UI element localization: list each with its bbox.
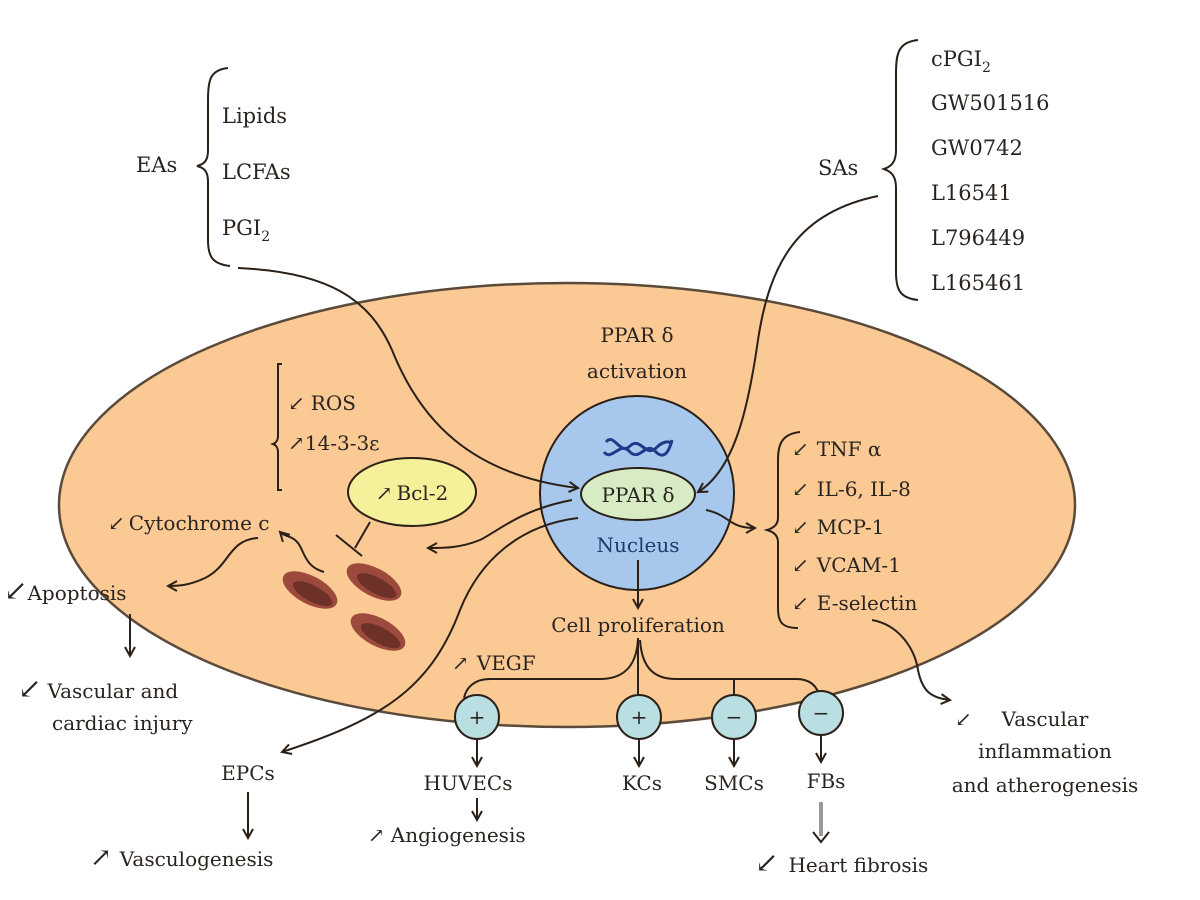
marker-eselectin: ↙E-selectin — [792, 591, 917, 615]
sas-to-ppar-arrow — [698, 195, 879, 492]
vascular-inflammation-line3: and atherogenesis — [952, 773, 1139, 797]
node-fbs: − — [798, 690, 844, 736]
marker-tnf: ↙TNF α — [792, 437, 881, 461]
sas-label: SAs — [818, 156, 858, 180]
sa-cpgi: cPGI2 — [931, 47, 991, 76]
node-fbs-sign: − — [813, 701, 830, 725]
ppar-delta-receptor — [580, 467, 696, 521]
activation-line1: PPAR δ — [601, 323, 674, 347]
markers-brace — [763, 431, 801, 629]
injury-label-line2: cardiac injury — [52, 711, 193, 735]
ppar-delta-label: PPAR δ — [602, 483, 675, 507]
bcl2-label: ↗Bcl-2 — [376, 481, 449, 505]
nucleus-label: Nucleus — [597, 533, 680, 557]
14-3-3e-label: ↗14-3-3ε — [288, 431, 380, 455]
cytc-to-apoptosis-arrow — [168, 537, 259, 586]
sa-l16541: L16541 — [931, 181, 1012, 205]
nucleus-to-epcs-arrow — [282, 517, 579, 752]
mitochondria-icon — [282, 563, 406, 651]
marker-mcp1: ↙MCP-1 — [792, 515, 884, 539]
sa-gw0742: GW0742 — [931, 136, 1023, 160]
smcs-label: SMCs — [704, 771, 764, 795]
sa-l796449: L796449 — [931, 226, 1025, 250]
ea-pgi: PGI2 — [222, 216, 270, 245]
node-kcs: + — [616, 694, 662, 740]
ppar-to-mito-arrow — [428, 499, 573, 548]
node-smcs-sign: − — [726, 705, 743, 729]
vasculogenesis-label: ↗Vasculogenesis — [90, 843, 273, 873]
cell-proliferation-label: Cell proliferation — [551, 613, 725, 637]
marker-vcam1: ↙VCAM-1 — [792, 553, 901, 577]
markers-to-inflammation-arrow — [871, 619, 950, 700]
vascular-inflammation-line2: inflammation — [978, 739, 1112, 763]
ros-brace — [269, 363, 282, 491]
node-kcs-sign: + — [631, 705, 648, 729]
bcl2-oval — [347, 457, 477, 527]
vascular-inflammation-arrow: ↙ — [955, 707, 972, 731]
ppar-to-markers-arrow — [705, 509, 755, 528]
sa-l165461: L165461 — [931, 271, 1025, 295]
node-smcs: − — [711, 694, 757, 740]
fbs-label: FBs — [807, 769, 846, 793]
apoptosis-label: ↙Apoptosis — [4, 574, 127, 607]
heart-fibrosis-label: ↙Heart fibrosis — [755, 846, 928, 879]
injury-label-line1: ↙Vascular and — [18, 672, 178, 705]
eas-to-ppar-arrow — [237, 267, 578, 488]
sa-gw501516: GW501516 — [931, 91, 1050, 115]
cytochrome-c-label: ↙Cytochrome c — [108, 511, 270, 535]
huvecs-label: HUVECs — [424, 771, 513, 795]
marker-il: ↙IL-6, IL-8 — [792, 477, 911, 501]
sas-brace — [880, 39, 919, 301]
ros-label: ↙ROS — [288, 391, 356, 415]
ea-lipids: Lipids — [222, 104, 287, 128]
activation-line2: activation — [587, 359, 687, 383]
node-huvecs-sign: + — [469, 705, 486, 729]
mito-to-cytc-arrow — [280, 532, 325, 573]
angiogenesis-label: ↗Angiogenesis — [368, 823, 526, 847]
vascular-inflammation-line1: Vascular — [1001, 707, 1089, 731]
kcs-label: KCs — [622, 771, 662, 795]
ea-lcfas: LCFAs — [222, 160, 291, 184]
fbs-to-fibrosis-arrowhead — [812, 831, 830, 844]
eas-label: EAs — [136, 153, 177, 177]
vegf-label: ↗VEGF — [452, 651, 536, 675]
eas-brace — [196, 67, 231, 267]
node-huvecs: + — [454, 694, 500, 740]
bcl2-inhibit-line — [335, 521, 371, 557]
epcs-label: EPCs — [221, 761, 275, 785]
dna-icon — [602, 438, 674, 457]
proliferation-branches — [463, 638, 821, 699]
